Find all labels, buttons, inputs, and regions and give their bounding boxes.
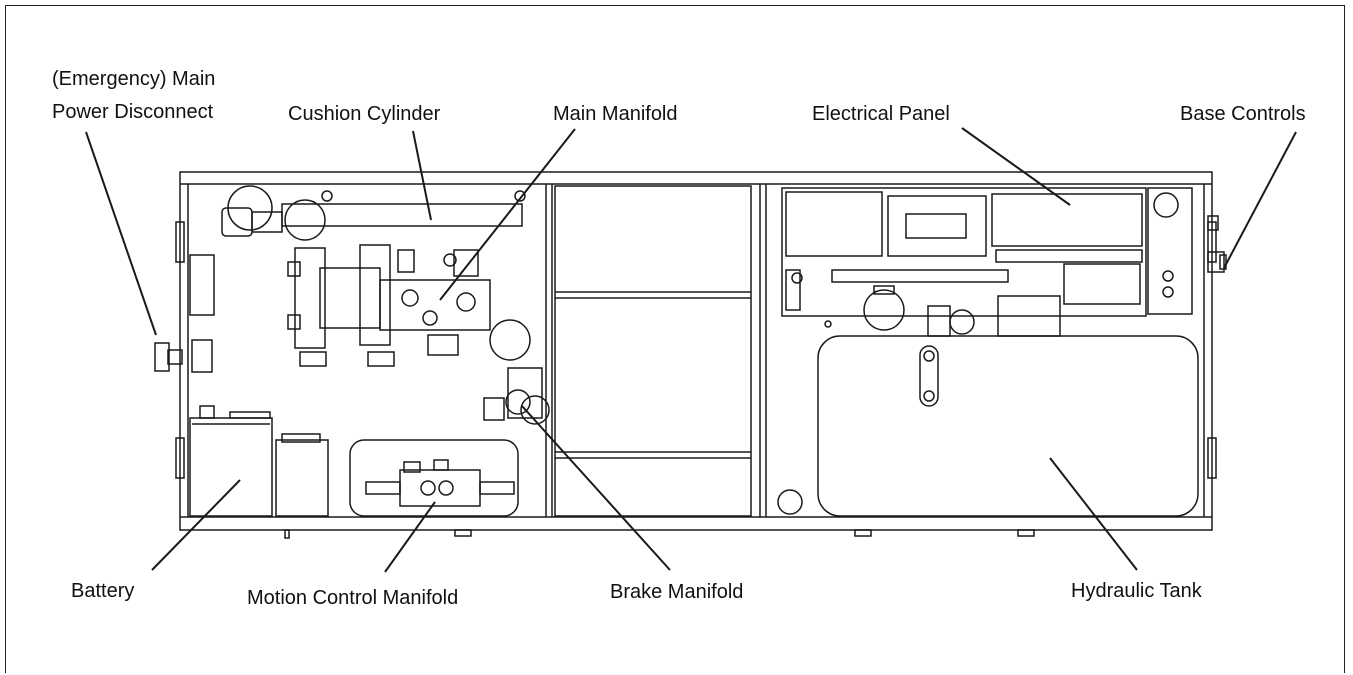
electrical-panel-drawing: [781, 187, 1193, 328]
emergency-disconnect-label-line2: Power Disconnect: [52, 101, 214, 123]
motion-control-manifold-label: Motion Control Manifold: [247, 587, 459, 609]
brake-manifold-drawing: [483, 367, 550, 425]
disconnect-switch: [154, 254, 215, 373]
brake-manifold-label: Brake Manifold: [610, 581, 744, 603]
base-controls-drawing: [1207, 215, 1227, 273]
cushion-cylinder-drawing: [221, 185, 526, 241]
hydraulic-tank-label: Hydraulic Tank: [1071, 580, 1202, 602]
battery-drawing: [189, 405, 329, 517]
main-manifold-label: Main Manifold: [553, 103, 678, 125]
cushion-cylinder-label: Cushion Cylinder: [288, 103, 441, 125]
chassis-outline: [175, 171, 1217, 539]
main-manifold-drawing: [287, 244, 531, 367]
figure-frame: [5, 5, 1345, 673]
emergency-disconnect-label-line1: (Emergency) Main: [52, 68, 216, 90]
electrical-panel-label: Electrical Panel: [812, 103, 950, 125]
leader-lines: [85, 127, 1297, 573]
center-column: [554, 185, 752, 517]
base-controls-label: Base Controls: [1180, 103, 1306, 125]
hydraulic-tank-drawing: [777, 285, 1199, 517]
battery-label: Battery: [71, 580, 135, 602]
motion-control-manifold-drawing: [349, 439, 519, 517]
